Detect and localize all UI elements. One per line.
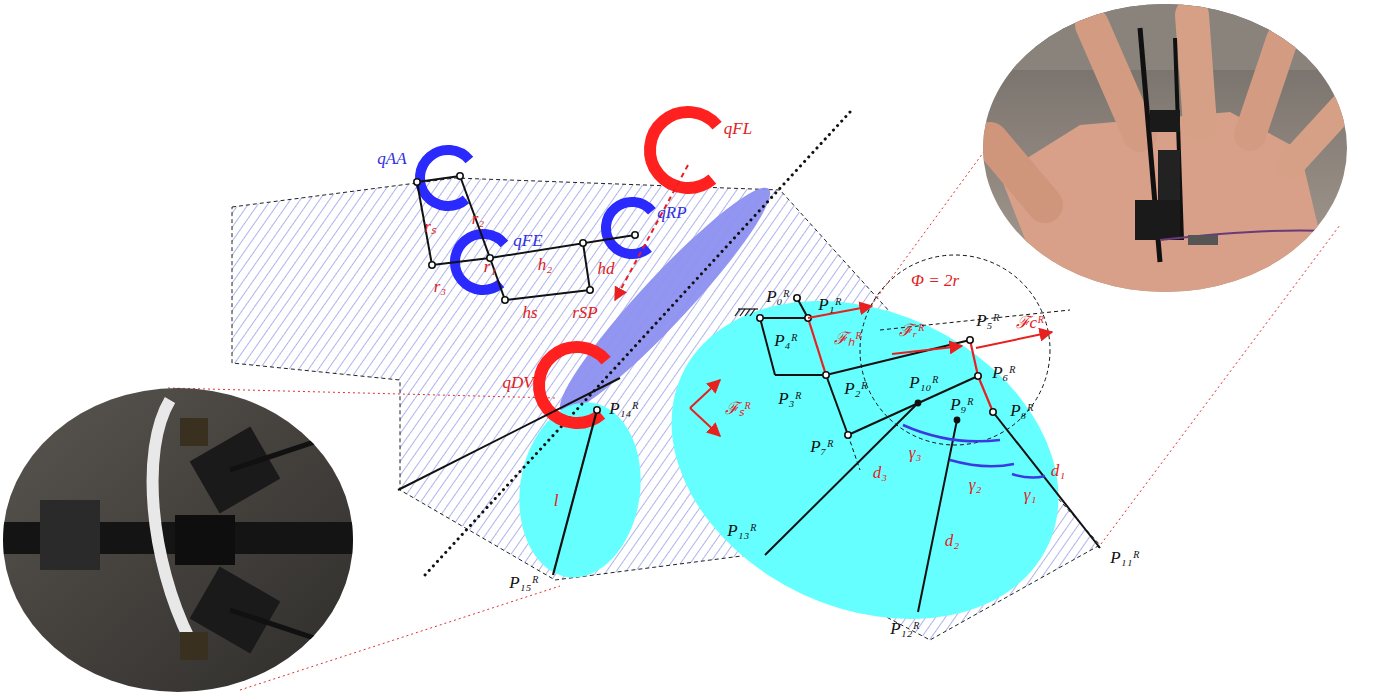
math-label: P₆ᴿ xyxy=(992,364,1016,381)
ellipse-shape xyxy=(508,395,651,586)
device-photo xyxy=(0,385,360,695)
math-label: P₉ᴿ xyxy=(950,396,974,413)
math-label: ℱᵣᴿ xyxy=(899,322,925,339)
math-label: d₂ xyxy=(945,532,959,549)
math-label: P₇ᴿ xyxy=(810,438,834,455)
math-label: rₛ xyxy=(424,218,436,235)
math-label: P₁₂ᴿ xyxy=(890,620,920,637)
math-label: qRP xyxy=(657,204,686,221)
math-label: qFL xyxy=(724,120,752,137)
region-ellipse: P₁₄ᴿ l xyxy=(518,398,642,582)
math-label: P₁₅ᴿ xyxy=(509,574,539,591)
math-label: γ₃ xyxy=(909,444,922,461)
math-label: P₄ᴿ xyxy=(774,332,798,349)
math-label: d₃ xyxy=(873,464,887,481)
math-label: γ₂ xyxy=(969,476,982,493)
joint-arc xyxy=(420,150,469,206)
math-label: P₂ᴿ xyxy=(844,380,868,397)
math-label: rSP xyxy=(572,304,598,321)
math-label: P₁ᴿ xyxy=(818,296,842,313)
joint-arc xyxy=(606,202,652,254)
math-label: ℱₕᴿ xyxy=(834,330,862,347)
dashed-axis xyxy=(615,165,688,300)
math-label: P₁₄ᴿ xyxy=(609,400,639,417)
math-label: qDV xyxy=(502,374,533,391)
math-label: l xyxy=(554,492,559,509)
math-label: P₃ᴿ xyxy=(778,390,802,407)
math-label: hd xyxy=(598,260,615,277)
linkage xyxy=(417,176,635,300)
math-label: ℱcᴿ xyxy=(1016,314,1045,331)
hand-photo xyxy=(980,0,1360,300)
math-label: d₁ xyxy=(1051,462,1065,479)
region-ellipse: P₀ᴿP₁ᴿP₄ᴿℱₕᴿℱᵣᴿP₅ᴿP₆ᴿP₃ᴿP₂ᴿP₁₀ᴿP₉ᴿP₈ᴿℱₛᴿ… xyxy=(672,300,1058,620)
math-label: qFE xyxy=(513,232,542,249)
math-label: qAA xyxy=(377,150,406,167)
math-label: P₁₀ᴿ xyxy=(909,374,939,391)
math-label: h₂ xyxy=(538,256,552,273)
math-label: P₅ᴿ xyxy=(976,312,1000,329)
math-label: P₁₃ᴿ xyxy=(727,522,757,539)
math-label: r₃ xyxy=(434,278,447,295)
math-label: P₀ᴿ xyxy=(766,288,790,305)
math-label: P₈ᴿ xyxy=(1010,402,1034,419)
ellipse-shape xyxy=(619,240,1110,679)
math-label: r₁ xyxy=(484,258,497,275)
linkage-joint xyxy=(414,173,638,303)
math-label: hs xyxy=(522,304,537,321)
ellipse-outline xyxy=(518,398,642,582)
math-label: ℱₛᴿ xyxy=(725,400,751,417)
math-label: P₁₁ᴿ xyxy=(1110,549,1140,566)
ellipse-outline xyxy=(672,300,1058,620)
math-label: r₂ xyxy=(472,210,485,227)
joint-arc xyxy=(650,112,717,188)
joint-arc xyxy=(455,234,504,290)
math-label: γ₁ xyxy=(1024,486,1037,503)
math-label: Φ = 2r xyxy=(911,272,959,289)
